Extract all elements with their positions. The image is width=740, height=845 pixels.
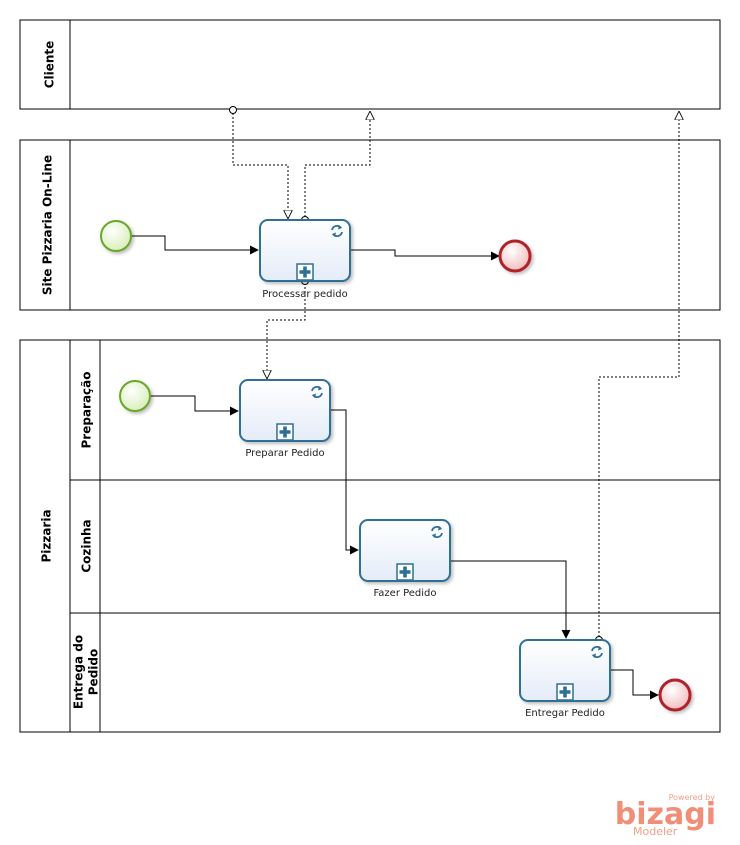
sequence-flow-start-to-processar[interactable] (131, 235, 259, 255)
start-event-pizzaria[interactable] (119, 380, 151, 412)
pool-site-label: Site Pizzaria On-Line (41, 155, 55, 295)
lane-cozinha-label: Cozinha (80, 519, 94, 572)
task-processar-pedido[interactable]: Processar pedido (259, 219, 351, 300)
pool-cliente-label: Cliente (43, 41, 57, 89)
task-processar-label: Processar pedido (262, 289, 347, 300)
sequence-flow-fazer-to-entregar[interactable] (450, 560, 571, 639)
pool-cliente: Cliente (19, 19, 721, 110)
task-preparar-label: Preparar Pedido (245, 448, 324, 459)
sequence-flow-preparar-to-fazer[interactable] (330, 409, 359, 555)
watermark-brand-logo: bizagi (615, 797, 716, 832)
lane-entrega-label-line2: Pedido (87, 649, 101, 695)
message-flows (232, 112, 679, 637)
message-origin-cliente (229, 106, 237, 114)
message-flow-entregar-to-cliente[interactable] (598, 112, 679, 637)
end-event-pizzaria[interactable] (658, 678, 692, 712)
sequence-flow-start-to-preparar[interactable] (151, 395, 239, 416)
task-entregar-pedido[interactable]: Entregar Pedido (519, 639, 611, 719)
task-preparar-pedido[interactable]: Preparar Pedido (239, 379, 331, 459)
sequence-flows (131, 235, 659, 700)
watermark-product: Modeler (633, 825, 678, 838)
lane-entrega-label-line1: Entrega do (72, 635, 86, 709)
watermark-powered-by: Powered by (669, 793, 716, 802)
message-flow-processar-to-preparar[interactable] (267, 283, 306, 378)
lane-preparacao-label: Preparação (80, 371, 94, 448)
sequence-flow-entregar-to-end[interactable] (610, 669, 659, 700)
bizagi-watermark: Powered by bizagi Modeler (615, 793, 716, 838)
subprocess-plus-icon (396, 563, 414, 581)
end-event-site[interactable] (498, 239, 532, 273)
subprocess-plus-icon (296, 263, 314, 281)
task-fazer-pedido[interactable]: Fazer Pedido (359, 519, 451, 599)
sequence-flow-processar-to-end[interactable] (350, 249, 500, 261)
pool-pizzaria-label: Pizzaria (40, 509, 54, 562)
message-flow-processar-to-cliente[interactable] (304, 112, 370, 217)
subprocess-plus-icon (276, 423, 294, 441)
task-entregar-label: Entregar Pedido (525, 708, 605, 719)
message-flow-cliente-to-processar[interactable] (232, 113, 288, 218)
pool-site-pizzaria: Site Pizzaria On-Line (19, 139, 721, 311)
subprocess-plus-icon (556, 683, 574, 701)
start-event-site[interactable] (100, 220, 132, 252)
task-fazer-label: Fazer Pedido (373, 588, 436, 599)
